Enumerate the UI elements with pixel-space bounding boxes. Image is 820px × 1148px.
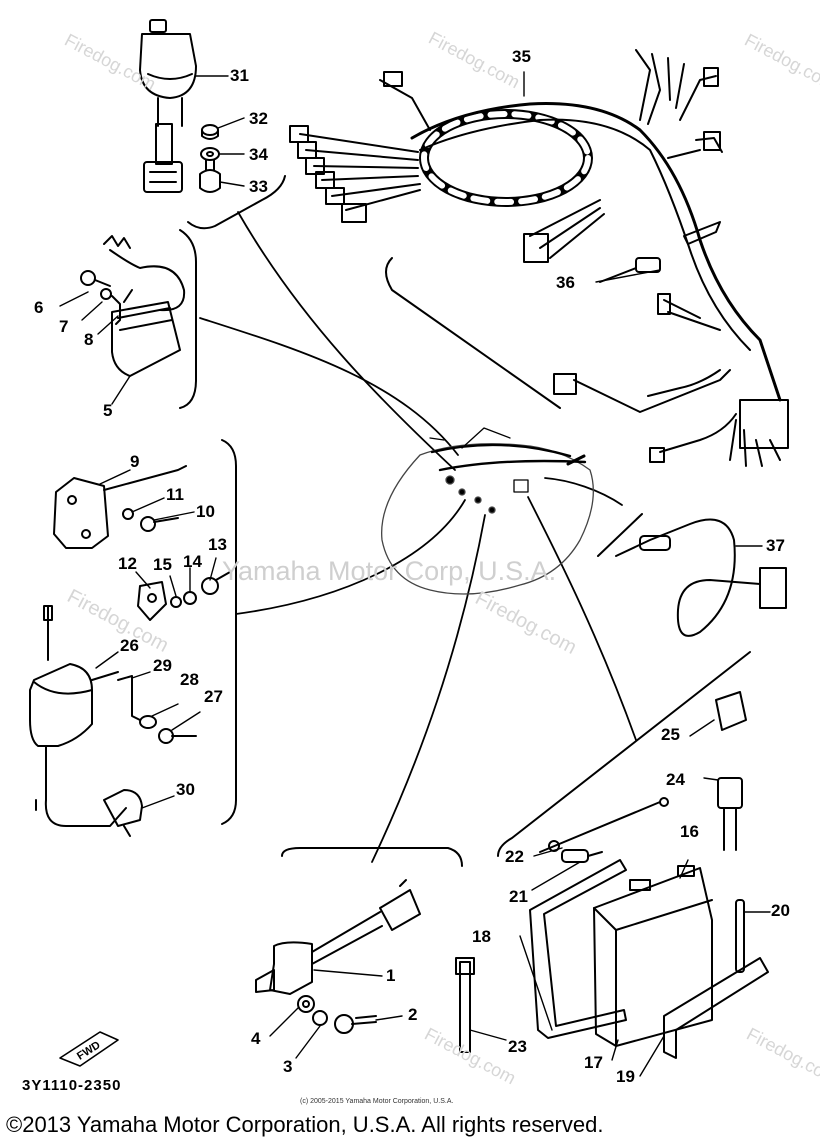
ignition-coil-26	[29, 605, 127, 827]
washer-11	[122, 508, 134, 520]
fuse-21	[561, 849, 603, 863]
copyright-small: (c) 2005-2015 Yamaha Motor Corporation, …	[300, 1098, 454, 1105]
washer-4	[297, 995, 315, 1013]
wire-harness-35	[289, 49, 789, 467]
leader-ignitor	[199, 317, 459, 456]
callout-14: 14	[183, 552, 202, 571]
callout-34: 34	[249, 145, 268, 164]
screw-2	[334, 1014, 377, 1034]
callout-7: 7	[59, 317, 69, 336]
callout-5: 5	[103, 401, 113, 420]
bracket-ignition-switch	[187, 175, 286, 230]
callout-8: 8	[84, 330, 94, 349]
fuse-holder-36	[599, 257, 661, 283]
callout-37: 37	[766, 536, 785, 555]
bracket-harness	[385, 257, 561, 409]
callout-1: 1	[386, 966, 396, 985]
bracket-29	[117, 675, 141, 721]
callout-11: 11	[166, 485, 184, 504]
callout-18: 18	[472, 927, 491, 946]
callout-6: 6	[34, 298, 44, 317]
catalog-code: 3Y1110-2350	[22, 1077, 122, 1094]
screw-13	[201, 571, 231, 595]
callout-23: 23	[508, 1037, 527, 1056]
callout-35: 35	[512, 47, 531, 66]
leader-ignition-group	[235, 499, 466, 615]
callout-32: 32	[249, 109, 268, 128]
callout-28: 28	[180, 670, 199, 689]
leader-battery	[527, 496, 637, 741]
screw-6	[80, 270, 111, 287]
vent-tube-20	[735, 899, 745, 973]
battery-case-18	[529, 859, 627, 1039]
nut-33	[199, 159, 221, 193]
callout-10: 10	[196, 502, 215, 521]
callout-2: 2	[408, 1005, 418, 1024]
callout-20: 20	[771, 901, 790, 920]
callout-15: 15	[153, 555, 172, 574]
part-12	[137, 581, 167, 621]
callout-27: 27	[204, 687, 223, 706]
callout-33: 33	[249, 177, 268, 196]
callout-leaders	[59, 71, 771, 1077]
callout-24: 24	[666, 770, 685, 789]
bracket-ignitor	[179, 229, 197, 409]
lead-22	[539, 797, 669, 853]
callout-17: 17	[584, 1053, 603, 1072]
callout-30: 30	[176, 780, 195, 799]
plug-cap-30	[103, 789, 143, 837]
washer-7	[100, 288, 112, 300]
callout-12: 12	[118, 554, 137, 573]
lead-wire-37	[615, 518, 787, 637]
washer-34	[200, 147, 220, 161]
callout-9: 9	[130, 452, 140, 471]
fuse-24	[717, 777, 743, 851]
callout-25: 25	[661, 725, 680, 744]
bracket-ignition-group	[221, 439, 237, 825]
callout-13: 13	[208, 535, 227, 554]
part-25	[715, 691, 747, 731]
callout-4: 4	[251, 1029, 261, 1048]
clip-8	[111, 295, 121, 325]
leader-lead-37	[544, 477, 623, 506]
battery-17	[593, 865, 713, 1047]
callout-22: 22	[505, 847, 524, 866]
sensor-9	[53, 465, 187, 549]
leader-relay	[371, 514, 486, 863]
washer-3	[312, 1010, 328, 1026]
relay-1	[255, 879, 421, 995]
bracket-relay	[281, 847, 463, 867]
bracket-battery	[497, 651, 751, 857]
ignitor-5	[103, 235, 186, 377]
washer-14	[183, 591, 197, 605]
forward-marker	[59, 1031, 119, 1067]
washer-15	[170, 596, 182, 608]
rod-23	[455, 957, 475, 1053]
callout-29: 29	[153, 656, 172, 675]
callout-16: 16	[680, 822, 699, 841]
band-19	[663, 957, 769, 1059]
callout-31: 31	[230, 66, 249, 85]
frame-sketch	[381, 427, 594, 595]
callout-26: 26	[120, 636, 139, 655]
screw-10	[140, 516, 179, 532]
bracket-lead-37	[597, 513, 643, 557]
callout-21: 21	[509, 887, 528, 906]
screw-27	[158, 728, 197, 744]
leader-ignition-switch	[237, 211, 456, 471]
washer-32	[201, 124, 219, 140]
copyright-notice: ©2013 Yamaha Motor Corporation, U.S.A. A…	[6, 1112, 604, 1137]
washer-28	[139, 715, 157, 729]
callout-19: 19	[616, 1067, 635, 1086]
ignition-switch-31	[139, 19, 197, 193]
callout-3: 3	[283, 1057, 293, 1076]
callout-36: 36	[556, 273, 575, 292]
